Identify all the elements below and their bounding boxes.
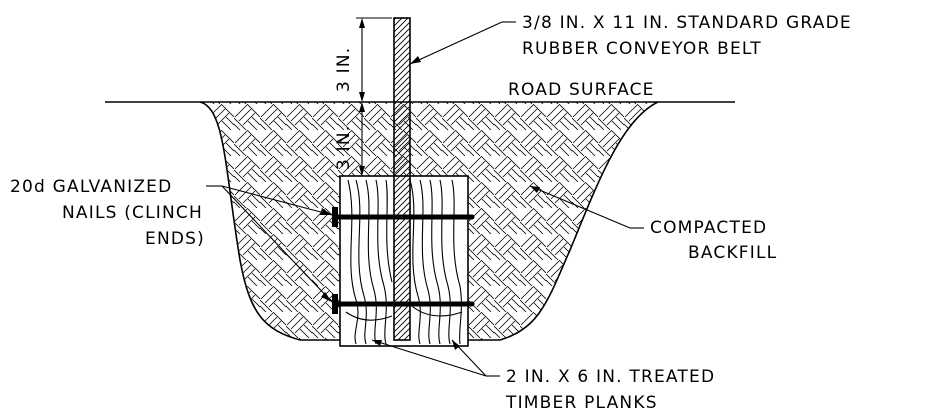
road-surface-label: ROAD SURFACE: [508, 80, 655, 100]
planks-label-line1: 2 IN. X 6 IN. TREATED: [506, 367, 715, 387]
belt-label-line1: 3/8 IN. X 11 IN. STANDARD GRADE: [522, 13, 852, 33]
galvanized-nails: [332, 207, 475, 314]
backfill-label-line2: BACKFILL: [688, 243, 777, 263]
dimension-upper: 3 IN.: [334, 17, 392, 102]
planks-label-line2: TIMBER PLANKS: [505, 393, 658, 412]
nails-label-line3: ENDS): [145, 229, 205, 249]
rubber-conveyor-belt: [393, 17, 411, 341]
backfill-leader: [529, 185, 644, 229]
planks-leader: [371, 339, 500, 377]
nails-label-line2: NAILS (CLINCH: [62, 203, 203, 223]
belt-leader: [409, 21, 516, 65]
dimension-upper-label: 3 IN.: [334, 47, 354, 92]
belt-label-line2: RUBBER CONVEYOR BELT: [522, 39, 762, 59]
dimension-lower-label: 3 IN.: [334, 125, 354, 170]
nails-label-line1: 20d GALVANIZED: [10, 177, 172, 197]
dimension-lower: 3 IN.: [334, 102, 392, 177]
nails-leader: [206, 185, 333, 303]
backfill-label-line1: COMPACTED: [650, 218, 767, 238]
